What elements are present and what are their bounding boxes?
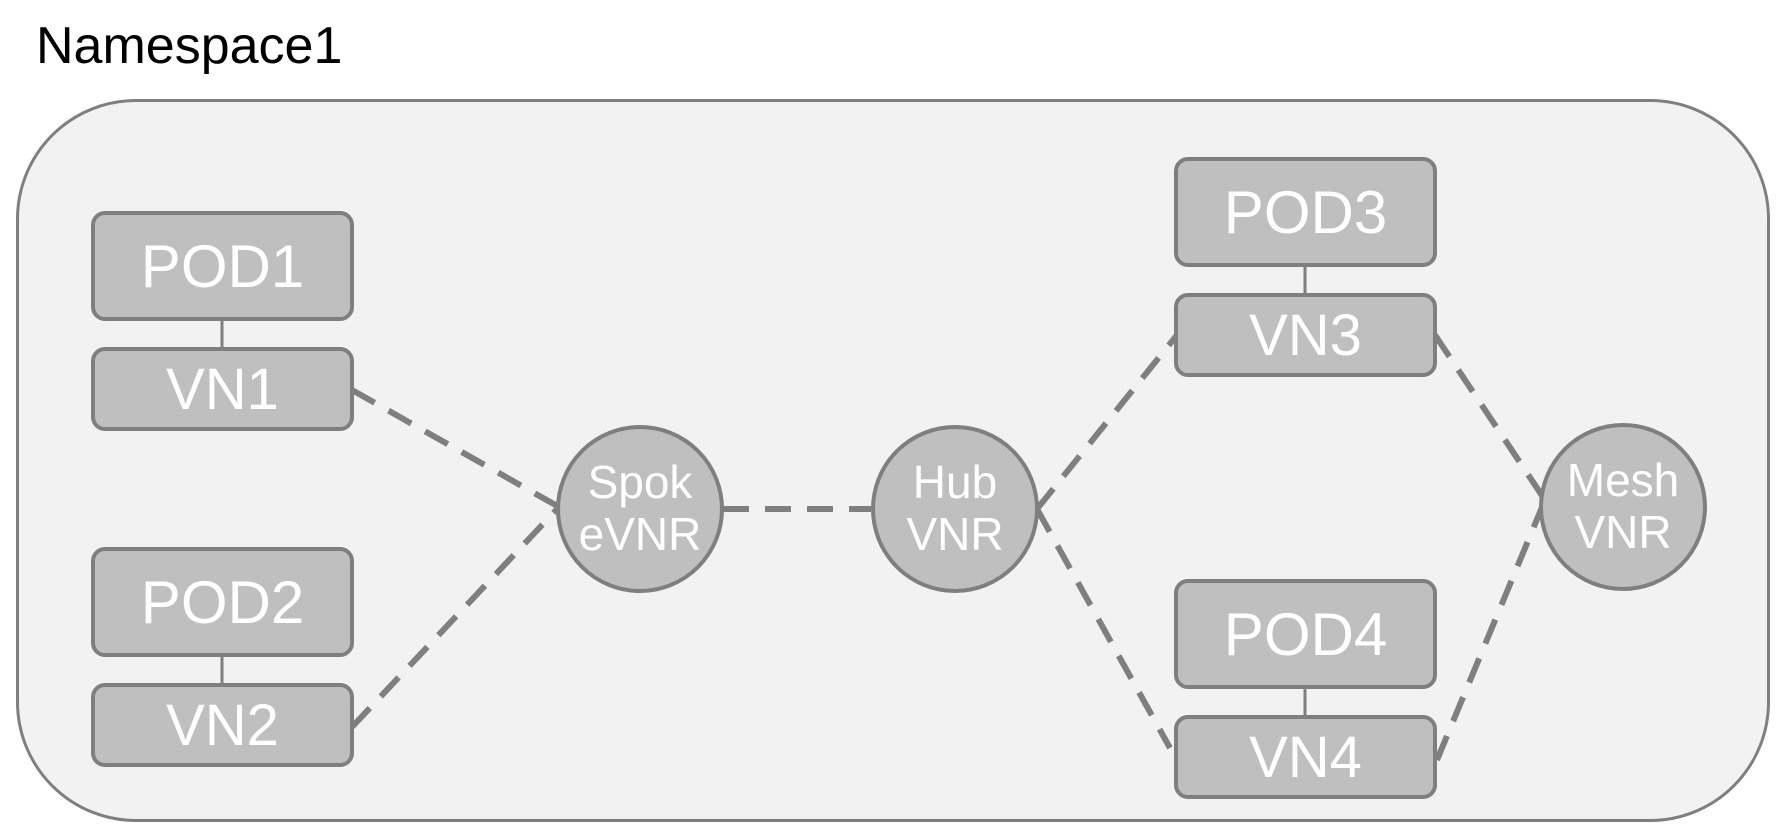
vn4-label: VN4 (1249, 724, 1362, 790)
vn2-spoke-link (349, 504, 562, 730)
hub-vnr-node: Hub VNR (871, 425, 1039, 593)
vn4-mesh-link (1434, 498, 1548, 762)
vn1-label: VN1 (166, 356, 279, 422)
pod3-box: POD3 (1174, 157, 1437, 267)
vn2-box: VN2 (91, 683, 354, 767)
vn2-label: VN2 (166, 692, 279, 758)
spoke-vnr-label-line1: Spok (587, 456, 693, 509)
vn3-mesh-link (1432, 333, 1548, 502)
vn3-box: VN3 (1174, 293, 1437, 377)
hub-vn3-link (1034, 333, 1180, 511)
vn4-box: VN4 (1174, 715, 1437, 799)
mesh-vnr-label-line1: Mesh (1566, 454, 1680, 507)
vn3-label: VN3 (1249, 302, 1362, 368)
hub-vnr-label-line2: VNR (906, 508, 1004, 560)
pod2-label: POD2 (140, 568, 305, 636)
pod1-box: POD1 (91, 211, 354, 321)
vn1-spoke-link (350, 387, 561, 510)
mesh-vnr-node: Mesh VNR (1539, 423, 1707, 591)
vn1-box: VN1 (91, 347, 354, 431)
pod2-box: POD2 (91, 547, 354, 657)
mesh-vnr-label-line2: VNR (1574, 506, 1672, 558)
spoke-vnr-label-line2: eVNR (578, 508, 702, 560)
namespace-title: Namespace1 (36, 17, 343, 75)
pod3-label: POD3 (1223, 178, 1388, 246)
hub-vnr-label-line1: Hub (912, 456, 998, 509)
spoke-vnr-node: Spok eVNR (556, 425, 724, 593)
pod4-box: POD4 (1174, 579, 1437, 689)
pod4-label: POD4 (1223, 600, 1388, 668)
hub-vn4-link (1034, 507, 1173, 750)
pod1-label: POD1 (140, 232, 305, 300)
